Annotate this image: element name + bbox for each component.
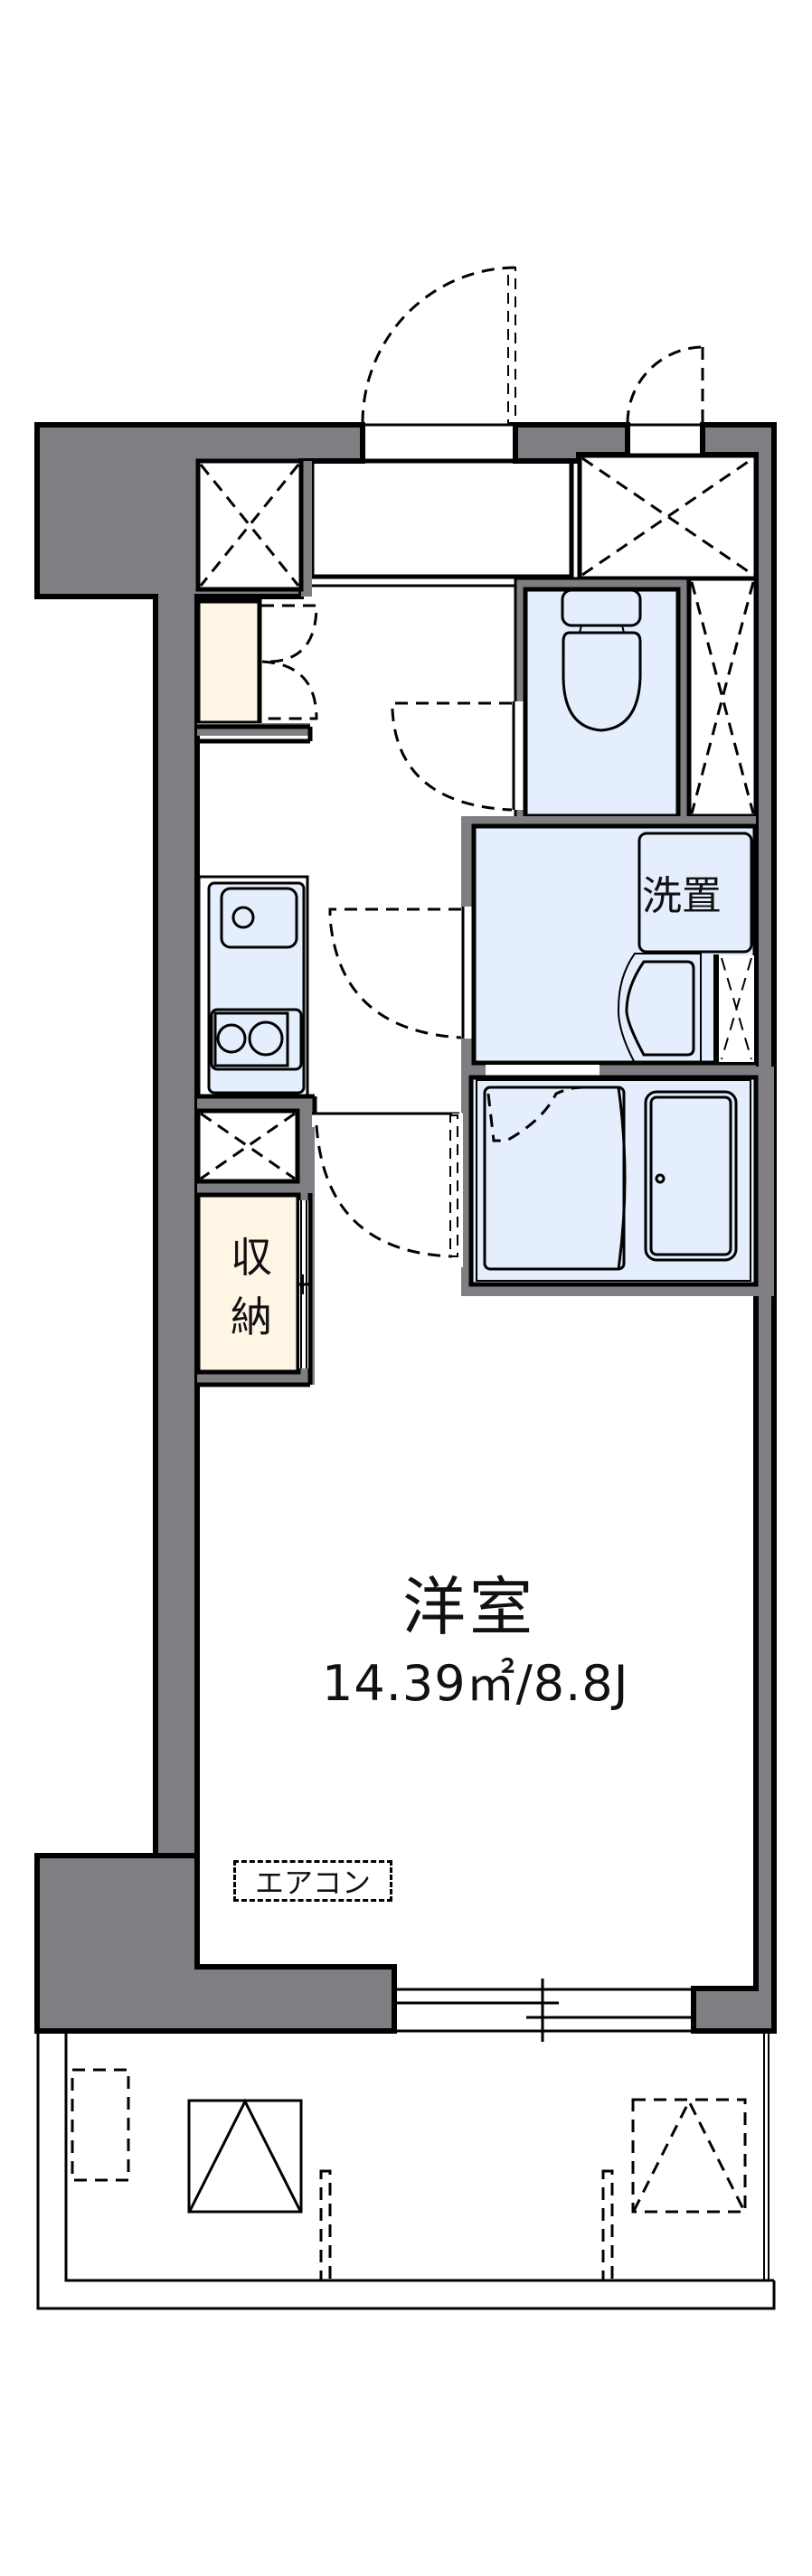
- outdoor-unit-space: [631, 2098, 747, 2214]
- bathroom: [461, 1065, 774, 1296]
- main-room-name: 洋室: [402, 1570, 536, 1644]
- meter-box: [577, 453, 759, 581]
- storage-label: 収納: [231, 1233, 272, 1341]
- genkan: [301, 458, 574, 597]
- balcony: [36, 2031, 776, 2310]
- storage-closet: [195, 1192, 313, 1387]
- main-room-size: 14.39㎡/8.8J: [322, 1655, 629, 1712]
- air-conditioner-label: エアコン: [233, 1860, 392, 1902]
- washroom: [328, 816, 758, 1078]
- toilet-room: [391, 576, 759, 829]
- service-door: [626, 345, 704, 427]
- sliding-window: [394, 1979, 694, 2042]
- pipe-shaft-left: [195, 458, 304, 592]
- evacuation-hatch: [187, 2098, 303, 2214]
- kitchen: [197, 875, 309, 1097]
- room-door: [315, 1114, 463, 1267]
- washer-space-label: 洗置: [642, 873, 722, 919]
- shoe-cabinet: [195, 598, 318, 744]
- entrance-door: [361, 266, 516, 427]
